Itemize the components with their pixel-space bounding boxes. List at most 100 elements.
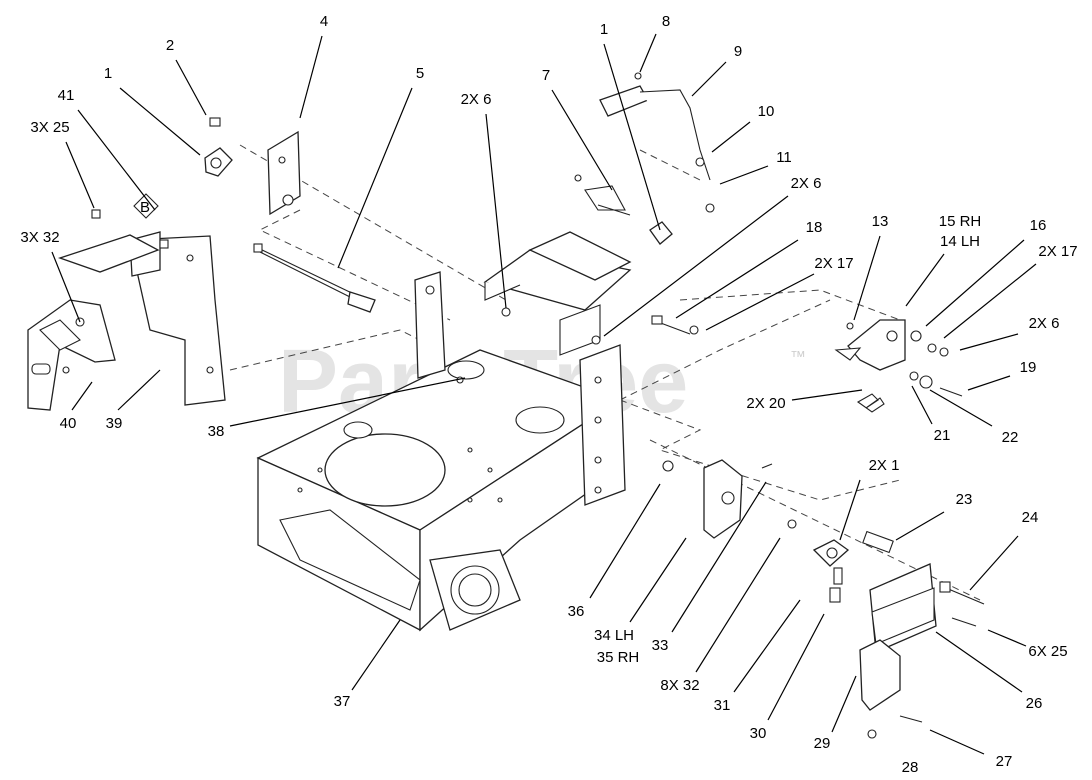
callout-label-c19: 19 [1020, 359, 1037, 376]
callout-leader-c16 [925, 239, 1025, 327]
badge-b-label: B [140, 199, 150, 216]
callout-label-c38: 38 [208, 423, 225, 440]
callout-leader-c40 [71, 381, 93, 411]
callout-label-c5: 5 [416, 65, 424, 82]
callout-leader-c11 [719, 165, 769, 185]
callout-label-c2x17b: 2X 17 [1038, 243, 1077, 260]
bolt-18 [651, 315, 699, 335]
callout-label-c33: 33 [652, 637, 669, 654]
callout-label-c2: 2 [166, 37, 174, 54]
callout-leader-c8 [639, 33, 657, 73]
callout-leader-c2x1 [839, 479, 861, 541]
callout-label-c8x32: 8X 32 [660, 677, 699, 694]
callout-label-c3x25: 3X 25 [30, 119, 69, 136]
callout-label-c35rh: 35 RH [597, 649, 640, 666]
callout-leader-c2x6b [603, 195, 789, 337]
callout-leader-c3x32 [51, 251, 81, 323]
plate-4 [267, 130, 301, 216]
callout-label-c40: 40 [60, 415, 77, 432]
callout-label-c37: 37 [334, 693, 351, 710]
callout-label-c11: 11 [776, 149, 792, 166]
callout-leader-c2 [175, 59, 207, 116]
callout-label-c18: 18 [806, 219, 823, 236]
callout-leader-c39 [117, 369, 161, 411]
callout-label-c13: 13 [872, 213, 889, 230]
callout-leader-c14lh [905, 253, 945, 307]
linkage-assembly [574, 72, 715, 245]
callout-leader-c18 [675, 239, 799, 319]
callout-label-c24: 24 [1022, 509, 1039, 526]
callout-leader-c19 [967, 375, 1011, 391]
callout-label-c9: 9 [734, 43, 742, 60]
callout-label-c14lh: 14 LH [940, 233, 980, 250]
callout-leader-c23 [895, 511, 945, 541]
callout-leader-c2x17b [943, 263, 1037, 339]
callout-label-c23: 23 [956, 491, 973, 508]
callout-label-c8: 8 [662, 13, 670, 30]
callout-label-c26: 26 [1026, 695, 1043, 712]
callout-label-c2x20: 2X 20 [746, 395, 785, 412]
callout-leader-c6x25 [987, 629, 1027, 647]
callout-label-c27: 27 [996, 753, 1013, 770]
callout-leader-c21 [911, 385, 933, 425]
rod-5 [253, 243, 376, 313]
callout-label-c36: 36 [568, 603, 585, 620]
fasteners-left [62, 209, 601, 374]
bracket-39 [57, 231, 226, 406]
callout-label-c39: 39 [106, 415, 123, 432]
callout-label-c15rh: 15 RH [939, 213, 982, 230]
callout-label-c16: 16 [1030, 217, 1047, 234]
callout-label-c22: 22 [1002, 429, 1019, 446]
callout-leader-c2x17a [705, 273, 815, 331]
callout-label-c1a: 1 [104, 65, 112, 82]
callout-leader-c31 [733, 599, 801, 693]
top-plate [483, 231, 632, 356]
main-frame [256, 271, 626, 632]
callout-label-c28: 28 [902, 759, 919, 776]
callout-label-c2x17a: 2X 17 [814, 255, 853, 272]
callout-leader-c2x20 [791, 389, 863, 401]
callout-label-c2x6c: 2X 6 [1029, 315, 1060, 332]
bearing-1-left [204, 147, 233, 177]
callout-leader-c1b [603, 43, 661, 231]
callout-label-c2x1: 2X 1 [869, 457, 900, 474]
callout-leader-c13 [853, 235, 881, 321]
callout-leader-c30 [767, 613, 825, 721]
callout-leader-c9 [691, 61, 727, 97]
callout-leader-c4 [299, 35, 323, 119]
plate-26 [859, 563, 985, 739]
callout-leader-c2x6a [485, 113, 507, 309]
callout-label-c4: 4 [320, 13, 328, 30]
callout-label-c3x32: 3X 32 [20, 229, 59, 246]
bolt-2 [209, 117, 221, 127]
callout-leader-c29 [831, 675, 857, 733]
callout-label-c31: 31 [714, 697, 731, 714]
callout-leader-c34lh [629, 537, 687, 623]
callout-leader-c37 [351, 619, 401, 691]
callout-label-c2x6b: 2X 6 [791, 175, 822, 192]
callout-leader-c7 [551, 89, 613, 191]
callout-label-c10: 10 [758, 103, 775, 120]
callout-leader-c5 [337, 87, 413, 269]
callout-leader-c10 [711, 121, 751, 153]
watermark-trademark: ™ [790, 349, 806, 366]
callout-label-c2x6a: 2X 6 [461, 91, 492, 108]
guard-40 [27, 299, 116, 411]
callout-label-c1b: 1 [600, 21, 608, 38]
callout-label-c34lh: 34 LH [594, 627, 634, 644]
callout-leader-c24 [969, 535, 1019, 591]
bracket-13 [834, 319, 963, 413]
callout-leader-c33 [671, 481, 767, 633]
bracket-34-35 [662, 459, 773, 539]
callout-leader-c27 [929, 729, 985, 755]
callout-leader-c1a [119, 87, 201, 156]
callout-leader-c8x32 [695, 537, 781, 673]
callout-leader-c36 [589, 483, 661, 599]
callout-leader-c2x6c [959, 333, 1019, 351]
callout-leader-c41 [77, 109, 156, 211]
callout-leader-c3x25 [65, 141, 95, 209]
callout-leader-c22 [929, 389, 993, 427]
callout-leader-c26 [935, 631, 1023, 693]
